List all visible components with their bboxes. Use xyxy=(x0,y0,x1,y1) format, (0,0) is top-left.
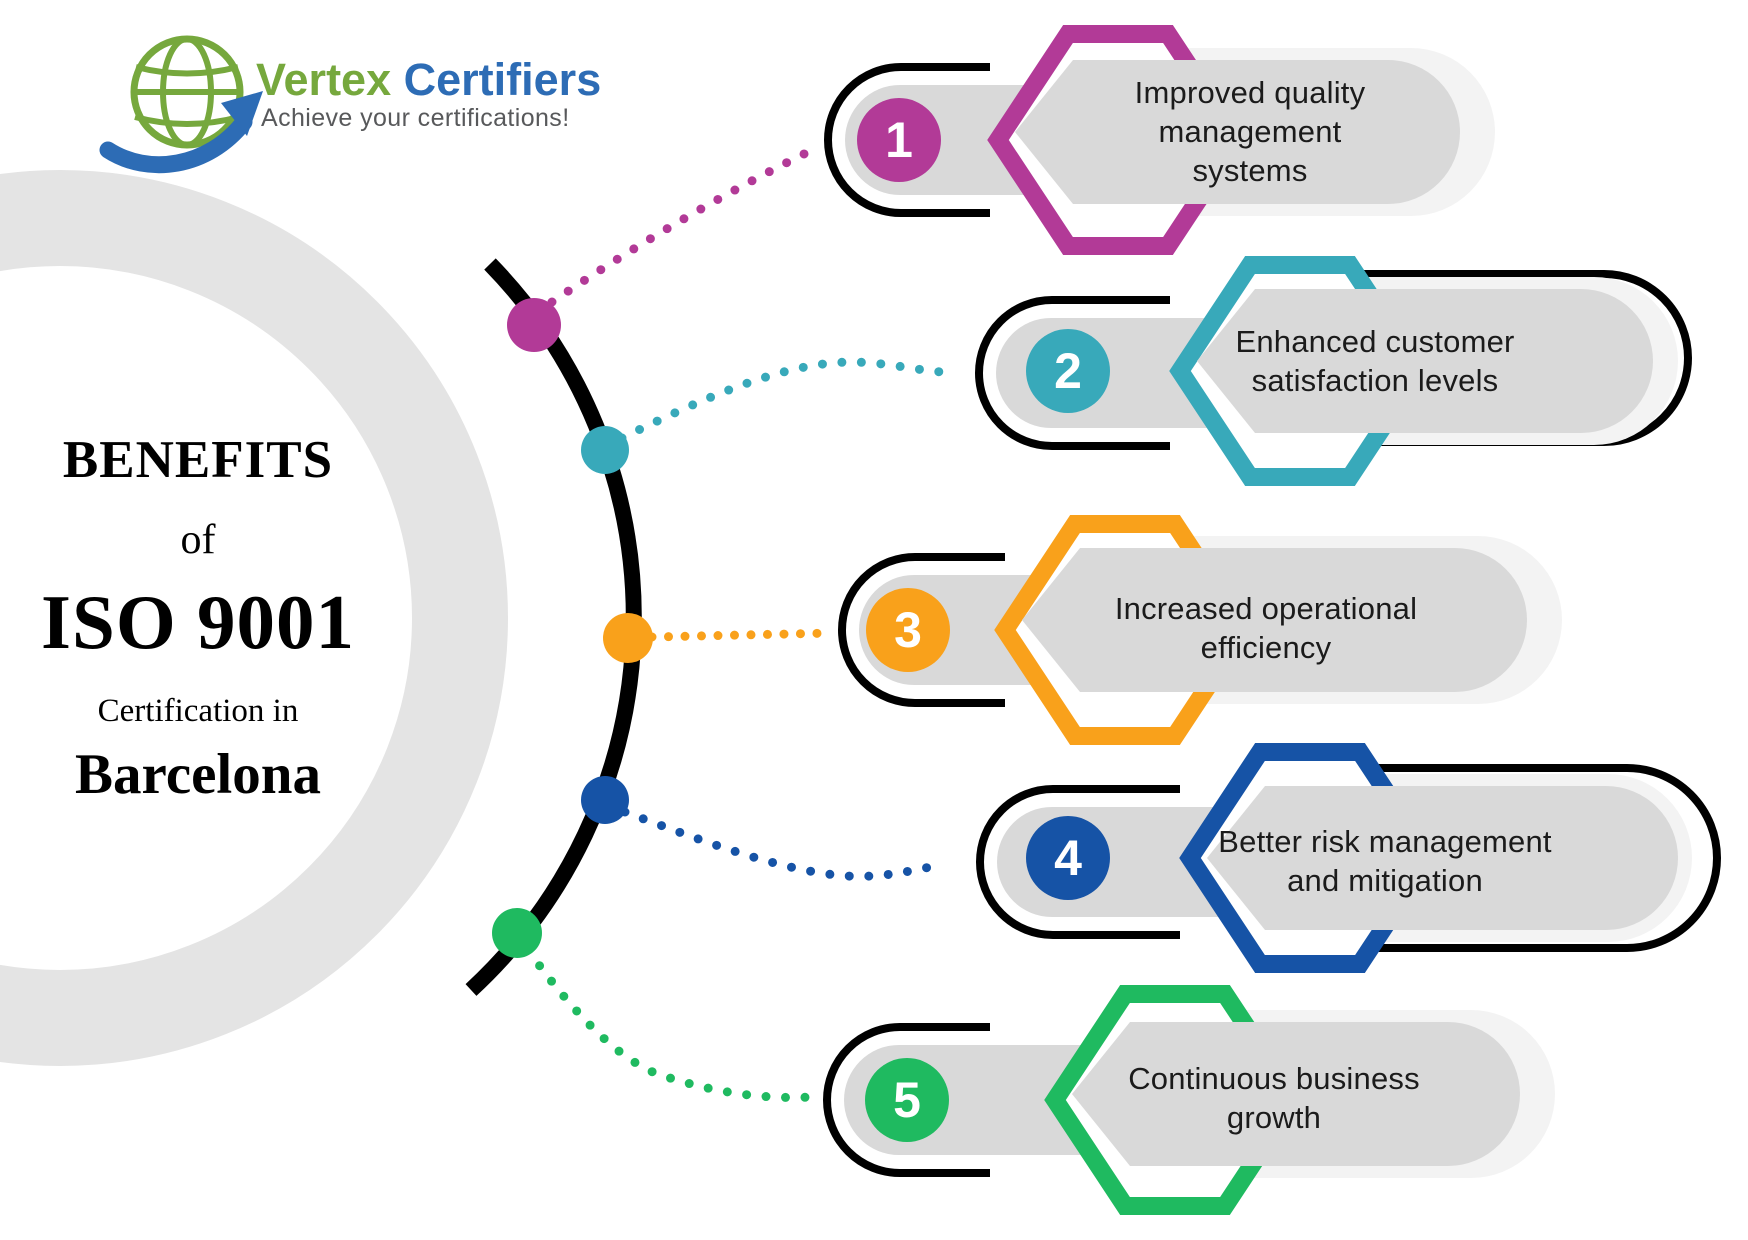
title-city: Barcelona xyxy=(75,743,321,806)
item-3-shape xyxy=(837,515,1562,745)
item-3-label-line: efficiency xyxy=(1200,630,1332,665)
item-1-label-line: management xyxy=(1158,114,1342,149)
arc-node-5 xyxy=(492,908,542,958)
item-4-number-circle xyxy=(1026,816,1110,900)
logo-arrow-icon xyxy=(99,91,263,174)
arc-node-1 xyxy=(507,298,561,352)
item-2-text-pill xyxy=(1197,289,1653,433)
item-2-number-circle xyxy=(1026,329,1110,413)
logo-brand-primary: Vertex xyxy=(256,54,392,105)
item-1-text-pill xyxy=(1015,60,1460,204)
item-4-label-line: and mitigation xyxy=(1287,863,1483,898)
arc-node-3 xyxy=(603,613,653,663)
item-3-number-circle xyxy=(866,588,950,672)
item-1-number-circle xyxy=(857,98,941,182)
item-4-label: Better risk management and mitigation xyxy=(1155,822,1615,900)
item-5-label: Continuous business growth xyxy=(1044,1059,1504,1137)
arc-node-2 xyxy=(581,426,629,474)
item-4-outline xyxy=(975,785,1180,939)
item-3-number: 3 xyxy=(894,602,922,658)
title-certification-in: Certification in xyxy=(97,693,299,729)
title-benefits: BENEFITS xyxy=(62,431,334,489)
decorative-ring xyxy=(0,170,508,1066)
item-5-text-pill xyxy=(1072,1022,1520,1166)
item-3-label: Increased operational efficiency xyxy=(1036,589,1496,667)
page-title: BENEFITS of ISO 9001 Certification in Ba… xyxy=(17,430,379,807)
connector-4 xyxy=(620,807,941,881)
item-4-right-outline xyxy=(1340,764,1721,952)
arc-node-4 xyxy=(581,776,629,824)
title-of: of xyxy=(180,517,216,563)
item-1-label: Improved quality management systems xyxy=(1020,73,1480,190)
logo-wordmark: Vertex Certifiers xyxy=(256,56,601,103)
item-2-label-line: Enhanced customer xyxy=(1235,324,1515,359)
item-1-outline xyxy=(823,63,990,217)
connector-1 xyxy=(547,145,817,307)
item-4-text-pill xyxy=(1207,786,1678,930)
item-5-outline xyxy=(822,1023,990,1177)
item-2-shape xyxy=(974,256,1692,486)
item-3-outline xyxy=(837,553,1005,707)
logo-tagline: Achieve your certifications! xyxy=(261,104,570,132)
item-2-right-outline xyxy=(1330,270,1692,446)
item-4-shape xyxy=(975,743,1721,973)
item-3-label-line: Increased operational xyxy=(1114,591,1418,626)
item-2-label: Enhanced customer satisfaction levels xyxy=(1145,322,1605,400)
item-2-outline xyxy=(974,296,1170,450)
item-1-shape xyxy=(823,25,1495,255)
logo-globe-icon xyxy=(99,35,263,174)
connectors xyxy=(523,145,947,1102)
item-5-number-circle xyxy=(865,1058,949,1142)
item-5-label-line: Continuous business xyxy=(1128,1061,1420,1096)
item-3-text-pill xyxy=(1022,548,1527,692)
item-4-number: 4 xyxy=(1054,830,1082,886)
item-5-shape xyxy=(822,985,1555,1215)
item-1-number: 1 xyxy=(885,112,913,168)
item-4-label-line: Better risk management xyxy=(1218,824,1552,859)
item-2-label-line: satisfaction levels xyxy=(1251,363,1499,398)
item-1-label-line: Improved quality xyxy=(1134,75,1366,110)
connector-5 xyxy=(523,945,817,1102)
connector-3 xyxy=(647,628,837,642)
item-1-label-line: systems xyxy=(1192,153,1308,188)
logo-brand-secondary: Certifiers xyxy=(403,54,602,105)
item-5-label-line: growth xyxy=(1226,1100,1322,1135)
item-5-number: 5 xyxy=(893,1072,921,1128)
title-iso-9001: ISO 9001 xyxy=(41,579,355,665)
connector-2 xyxy=(617,357,947,443)
item-2-number: 2 xyxy=(1054,343,1082,399)
